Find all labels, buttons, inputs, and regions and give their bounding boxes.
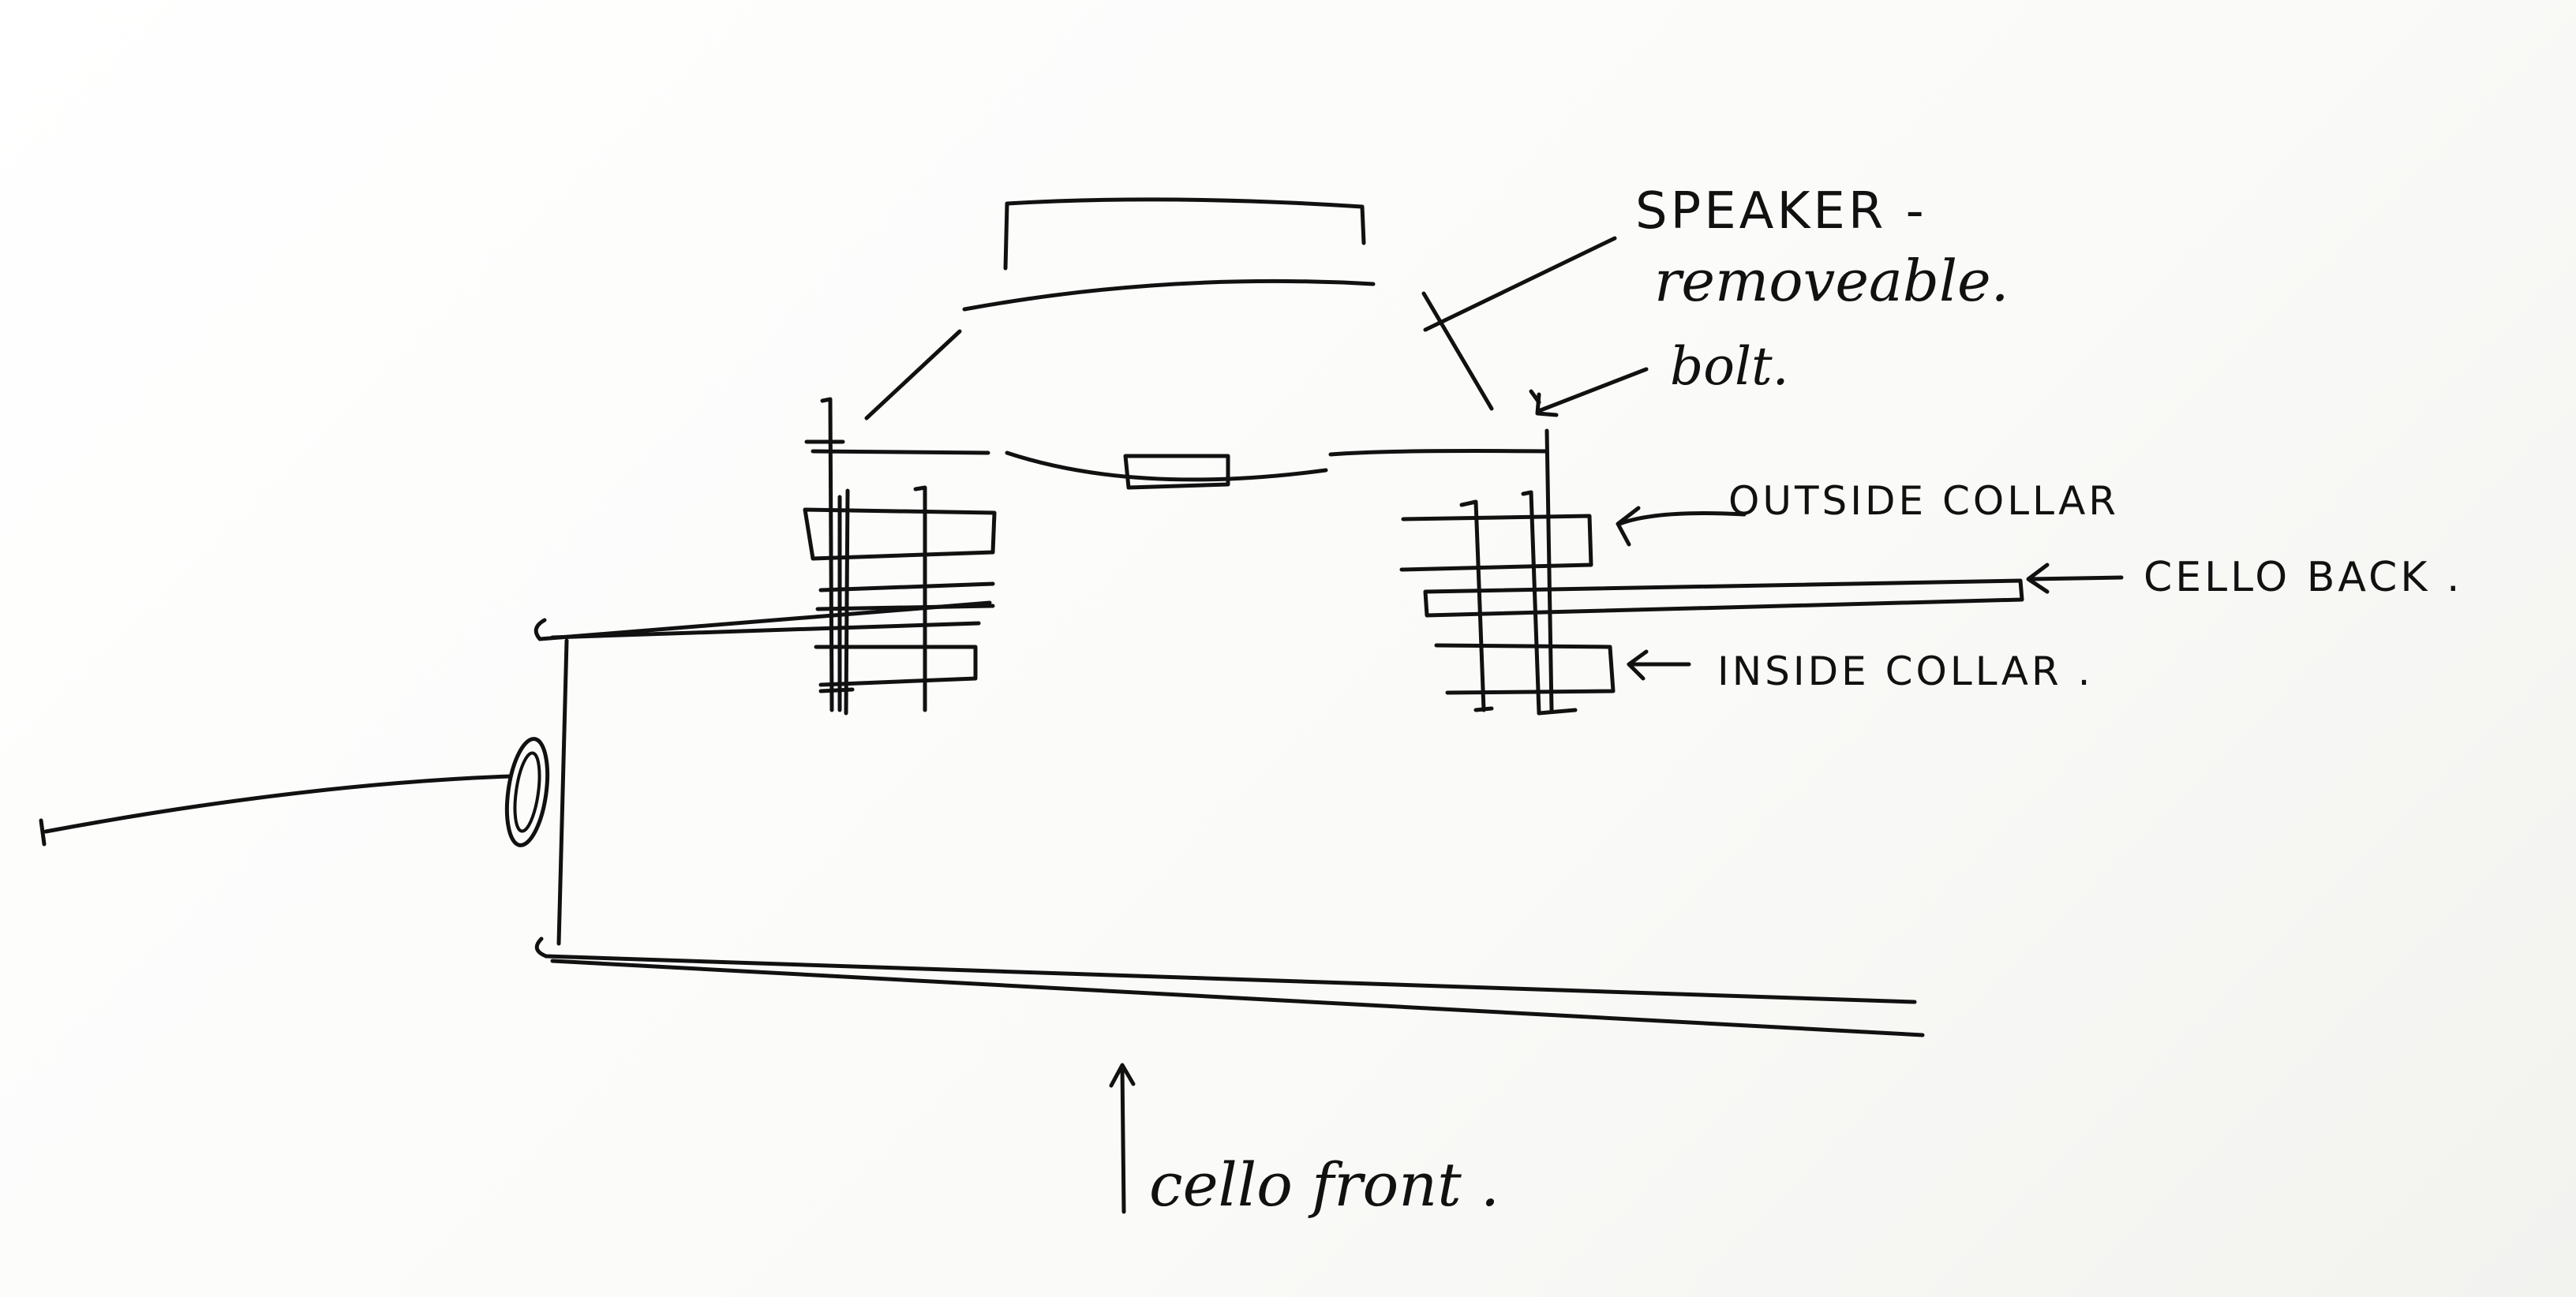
cello-rib (556, 638, 569, 946)
speaker-cone-right (1421, 291, 1494, 411)
speaker-base-arc (1005, 450, 1328, 482)
speaker-leader (1423, 236, 1617, 332)
outside-collar-arrow (1617, 511, 1747, 526)
outside-collar-arrowhead (1616, 506, 1641, 547)
cello-back-left (534, 600, 992, 641)
right-collar (1399, 428, 2024, 716)
speaker-base-left (811, 449, 990, 455)
speaker-magnet (1123, 454, 1230, 490)
inside-collar-arrowhead (1627, 649, 1649, 681)
left-collar (803, 397, 997, 716)
outside-collar-label: OUTSIDE COLLAR (1728, 478, 2120, 524)
speaker-dome-top (962, 278, 1376, 312)
cello-back-arrowhead (2026, 563, 2050, 594)
bolt-leader (1538, 367, 1649, 413)
speaker-label-line2: removeable. (1654, 248, 2009, 314)
speaker-base-right (1328, 449, 1549, 457)
jack-socket-inner (513, 751, 541, 833)
bolt-mark (1529, 389, 1541, 405)
jack-cable (43, 774, 512, 834)
cello-back-left-under (550, 621, 981, 640)
speaker-label-line1: SPEAKER - (1635, 182, 1927, 241)
speaker-top-bracket (1003, 197, 1366, 271)
cello-front-top (534, 936, 1917, 1004)
cello-front-label: cello front . (1149, 1149, 1500, 1220)
cello-front-arrow (1120, 1064, 1126, 1214)
cello-front-bottom (550, 959, 1925, 1037)
cello-back-label: CELLO BACK . (2144, 554, 2463, 601)
inside-collar-label: INSIDE COLLAR . (1717, 648, 2094, 694)
bolt-label: bolt. (1670, 336, 1789, 397)
jack-cable-end (39, 818, 47, 847)
cello-back-arrow (2027, 575, 2124, 581)
cello-front-arrowhead (1109, 1063, 1136, 1088)
speaker-cone-left (864, 329, 962, 420)
jack-socket (504, 737, 550, 847)
